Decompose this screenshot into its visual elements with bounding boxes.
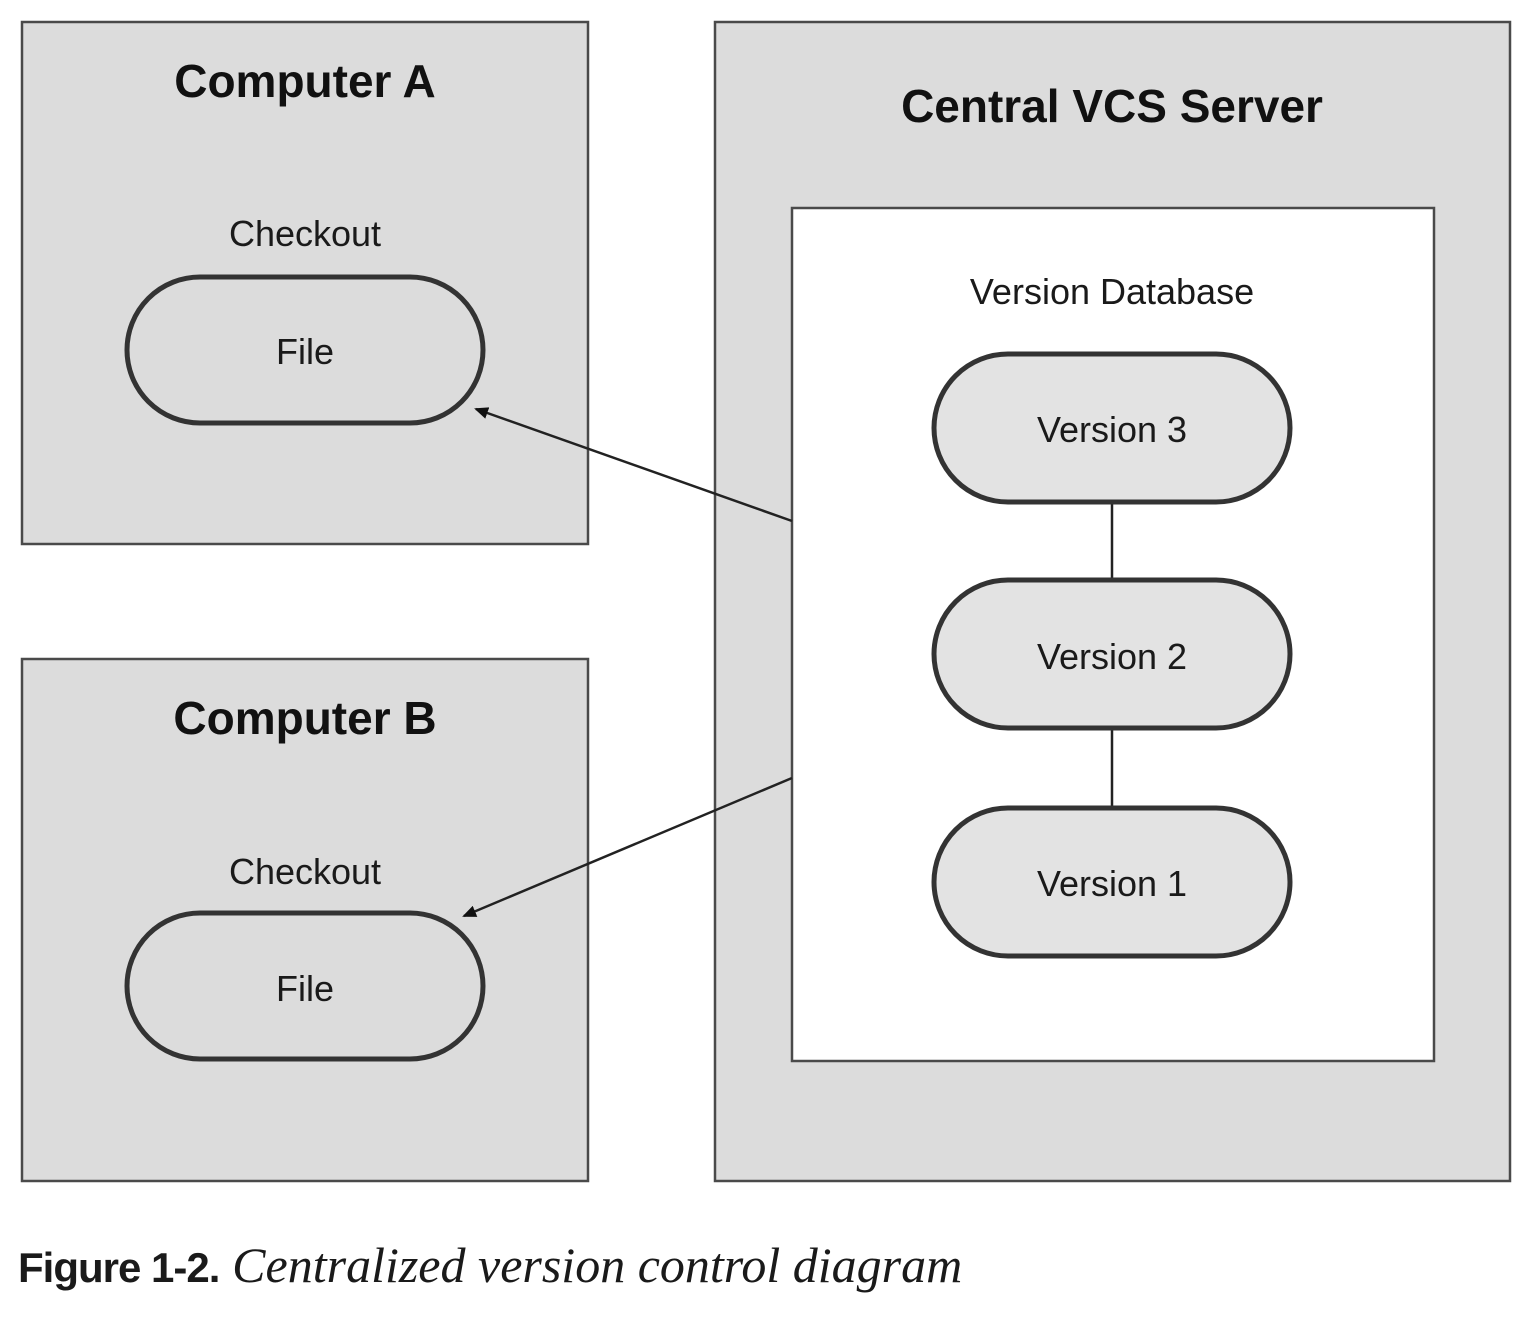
centralized-vcs-diagram: Computer A Checkout File Computer B Chec…: [20, 20, 1512, 1183]
computer-b-box: Computer B Checkout File: [20, 657, 590, 1183]
version-1-label: Version 1: [1037, 863, 1187, 904]
computer-a-file-label: File: [276, 331, 334, 372]
version-3-node: [931, 351, 1293, 505]
computer-b-file-node: [124, 910, 486, 1062]
version-database-box: Version Database Version 3 Version 2 Ver…: [790, 206, 1436, 1063]
version-1-node: [931, 805, 1293, 959]
version-2-node: [931, 577, 1293, 731]
computer-a-checkout-label: Checkout: [229, 213, 381, 254]
figure-number: Figure 1-2.: [18, 1244, 220, 1291]
central-vcs-server-box: Central VCS Server Version Database Vers…: [713, 20, 1512, 1183]
computer-a-box: Computer A Checkout File: [20, 20, 590, 546]
checkout-arrow-to-computer-a: [474, 407, 793, 523]
figure-caption-text: Centralized version control diagram: [232, 1237, 963, 1293]
version-database-label: Version Database: [970, 271, 1254, 312]
version-2-label: Version 2: [1037, 636, 1187, 677]
computer-a-title: Computer A: [174, 55, 436, 107]
computer-b-title: Computer B: [173, 692, 436, 744]
computer-b-file-label: File: [276, 968, 334, 1009]
version-3-label: Version 3: [1037, 409, 1187, 450]
server-title: Central VCS Server: [901, 80, 1323, 132]
figure-caption: Figure 1-2. Centralized version control …: [18, 1236, 962, 1294]
checkout-arrow-to-computer-b: [462, 776, 793, 918]
computer-a-file-node: [124, 274, 486, 426]
computer-b-checkout-label: Checkout: [229, 851, 381, 892]
